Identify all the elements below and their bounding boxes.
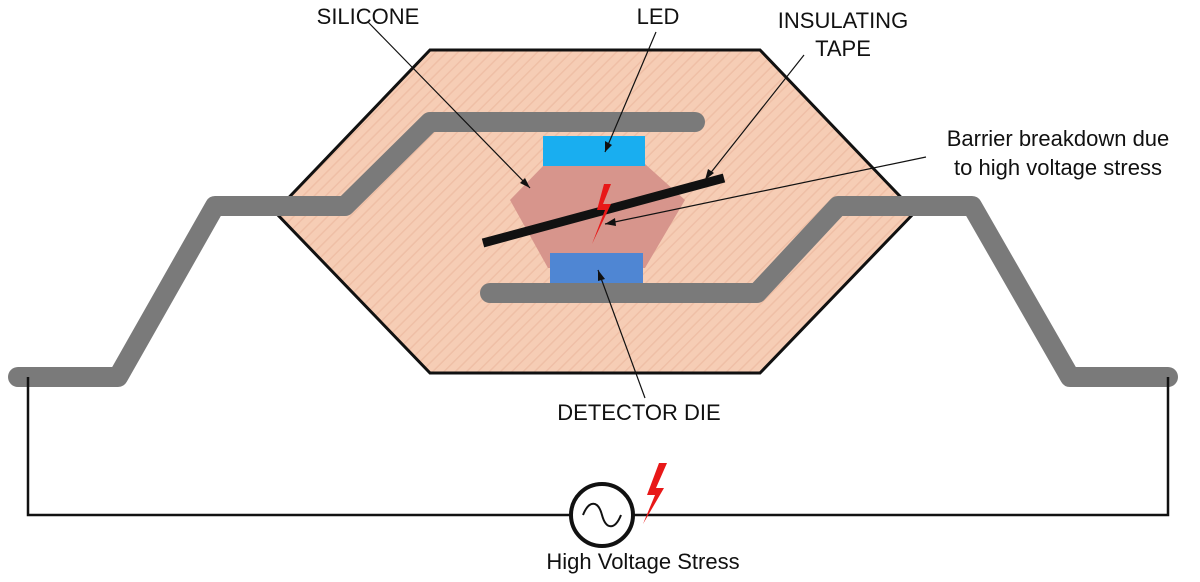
external-circuit-wire-right bbox=[633, 377, 1170, 517]
silicone-label: SILICONE bbox=[317, 4, 420, 29]
detector-die bbox=[550, 253, 643, 287]
insulating-tape-label-line1: INSULATING bbox=[778, 8, 908, 33]
source-label: High Voltage Stress bbox=[546, 549, 739, 574]
barrier-arrowhead bbox=[605, 218, 616, 226]
tape-leader bbox=[704, 54, 805, 181]
lightning-bolt-icon bbox=[643, 463, 667, 524]
led-leader bbox=[604, 31, 657, 153]
upper-lead-frame[interactable] bbox=[8, 112, 705, 387]
led-arrowhead bbox=[605, 141, 612, 152]
insulating-tape bbox=[481, 173, 726, 248]
lightning-bolt-icon bbox=[592, 184, 611, 244]
leader-arrowheads bbox=[520, 141, 714, 281]
led-label: LED bbox=[637, 4, 680, 29]
barrier-label-line2: to high voltage stress bbox=[954, 155, 1162, 180]
external-circuit-wire-left bbox=[26, 377, 571, 517]
barrier-label-line1: Barrier breakdown due bbox=[947, 126, 1170, 151]
ac-source-icon[interactable] bbox=[569, 482, 635, 548]
barrier-leader bbox=[604, 156, 927, 225]
lower-lead-frame[interactable] bbox=[480, 196, 1178, 387]
detector-die-label: DETECTOR DIE bbox=[557, 400, 720, 425]
ac-source-wave bbox=[582, 502, 622, 528]
led-die bbox=[543, 136, 645, 166]
leader-lines bbox=[367, 21, 927, 399]
detector-leader bbox=[597, 269, 646, 399]
insulating-tape-label-line2: TAPE bbox=[815, 36, 871, 61]
detector-arrowhead bbox=[598, 270, 605, 281]
tape-arrowhead bbox=[705, 169, 714, 180]
silicone-arrowhead bbox=[520, 178, 530, 188]
silicone-leader bbox=[367, 21, 531, 189]
